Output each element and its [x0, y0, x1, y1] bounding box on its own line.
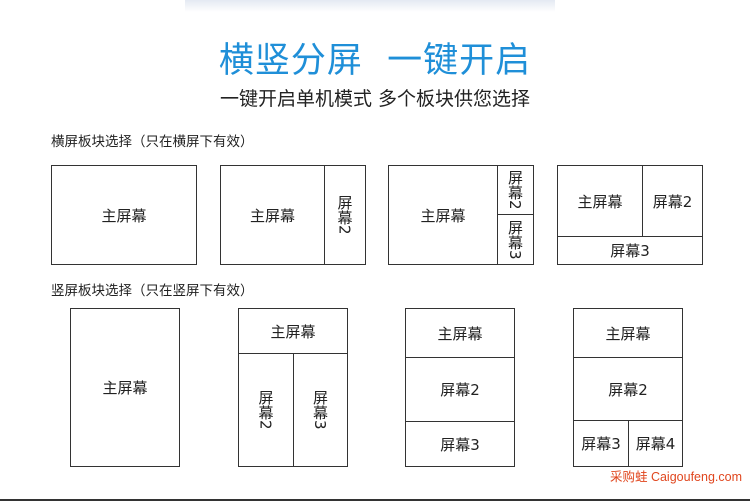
pane-screen-3: 屏幕3	[558, 236, 702, 264]
portrait-layout-4[interactable]: 主屏幕 屏幕2 屏幕3 屏幕4	[573, 308, 683, 467]
page-title: 横竖分屏 一键开启	[218, 41, 532, 81]
pane-screen-2: 屏幕2	[574, 357, 682, 420]
pane-main-screen: 主屏幕	[437, 324, 483, 343]
landscape-layout-3[interactable]: 主屏幕 屏幕2 屏幕3	[388, 165, 534, 265]
landscape-section-label: 横屏板块选择（只在横屏下有效）	[51, 134, 254, 150]
pane-screen-3: 屏幕3	[574, 420, 628, 466]
pane-screen-2: 屏幕2	[324, 166, 365, 264]
pane-screen-3: 屏幕3	[497, 214, 533, 264]
top-gradient-band	[185, 0, 555, 12]
pane-screen-4: 屏幕4	[628, 420, 682, 466]
portrait-layout-1[interactable]: 主屏幕	[70, 308, 180, 467]
pane-main-screen: 主屏幕	[605, 324, 651, 343]
pane-main-screen: 主屏幕	[102, 379, 148, 397]
pane-screen-2: 屏幕2	[406, 357, 514, 421]
pane-main-screen: 主屏幕	[101, 206, 147, 225]
portrait-layout-3[interactable]: 主屏幕 屏幕2 屏幕3	[405, 308, 515, 467]
pane-screen-3: 屏幕3	[406, 421, 514, 466]
portrait-section-label: 竖屏板块选择（只在竖屏下有效）	[51, 283, 254, 299]
page-subtitle: 一键开启单机模式 多个板块供您选择	[219, 88, 531, 110]
pane-main-screen: 主屏幕	[249, 206, 295, 225]
landscape-layout-2[interactable]: 主屏幕 屏幕2	[220, 165, 366, 265]
pane-main-screen: 主屏幕	[420, 206, 466, 225]
pane-screen-2: 屏幕2	[239, 353, 293, 466]
pane-screen-3: 屏幕3	[293, 353, 347, 466]
pane-screen-2: 屏幕2	[497, 166, 533, 214]
bottom-divider	[0, 499, 750, 501]
pane-screen-2: 屏幕2	[642, 166, 702, 236]
portrait-layout-2[interactable]: 主屏幕 屏幕2 屏幕3	[238, 308, 348, 467]
pane-main-screen: 主屏幕	[270, 322, 316, 341]
landscape-layout-1[interactable]: 主屏幕	[51, 165, 197, 265]
landscape-layout-4[interactable]: 主屏幕 屏幕2 屏幕3	[557, 165, 703, 265]
pane-main-screen: 主屏幕	[577, 192, 623, 211]
watermark: 采购蛙 Caigoufeng.com	[609, 470, 742, 484]
